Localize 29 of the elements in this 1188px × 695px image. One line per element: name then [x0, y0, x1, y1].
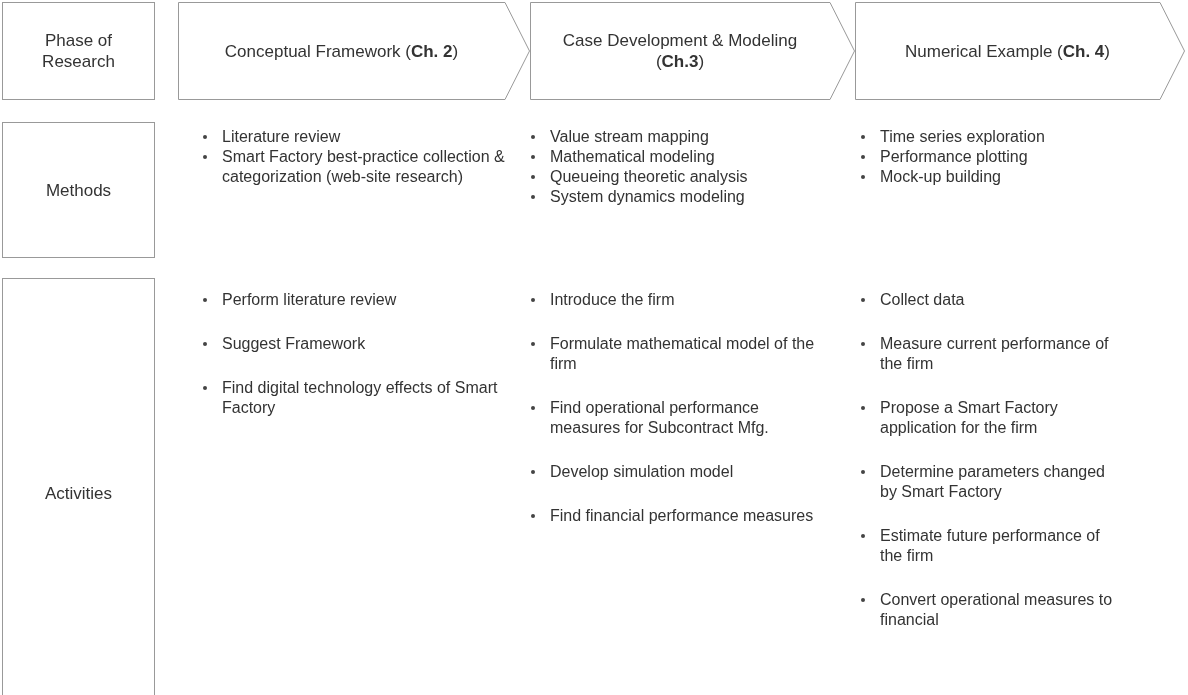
- list-item: Queueing theoretic analysis: [550, 168, 748, 185]
- list-item: Convert operational measures to financial: [880, 591, 1113, 628]
- list-item: Performance plotting: [880, 148, 1028, 165]
- header-text: Numerical Example (Ch. 4): [905, 40, 1110, 62]
- list-item: Suggest Framework: [222, 335, 366, 352]
- list-item: Introduce the firm: [550, 291, 675, 308]
- header-text: Methods: [45, 179, 112, 201]
- list-item: Measure current performance of the firm: [880, 335, 1109, 372]
- header-text: Activities: [44, 482, 113, 504]
- list-item: Mock-up building: [880, 168, 1001, 185]
- list-item: System dynamics modeling: [550, 188, 745, 205]
- list-item: Find financial performance measures: [550, 507, 814, 524]
- list-item: Perform literature review: [222, 291, 397, 308]
- list-item: Develop simulation model: [550, 463, 734, 480]
- list-item: Determine parameters changed by Smart Factory: [880, 463, 1105, 500]
- header-text: Conceptual Framework (Ch. 2): [224, 40, 459, 62]
- list-item: Value stream mapping: [550, 128, 709, 145]
- list-item: Estimate future performance of the firm: [880, 527, 1100, 564]
- list-item: Mathematical modeling: [550, 148, 715, 165]
- list-item: Find operational performance measures for Subcontract Mfg.: [550, 399, 769, 436]
- list-item: Propose a Smart Factory application for the firm: [880, 399, 1058, 436]
- header-text: Phase of Research: [41, 30, 116, 72]
- list-item: Formulate mathematical model of the firm: [550, 335, 815, 372]
- list-item: Find digital technology effects of Smart Factory: [222, 379, 498, 416]
- list-item: Smart Factory best-practice collection & categorization (web-site research): [222, 148, 505, 185]
- list-item: Literature review: [222, 128, 341, 145]
- header-text: Case Development & Modeling (Ch.3): [561, 30, 799, 72]
- list-item: Collect data: [880, 291, 965, 308]
- list-item: Time series exploration: [880, 128, 1045, 145]
